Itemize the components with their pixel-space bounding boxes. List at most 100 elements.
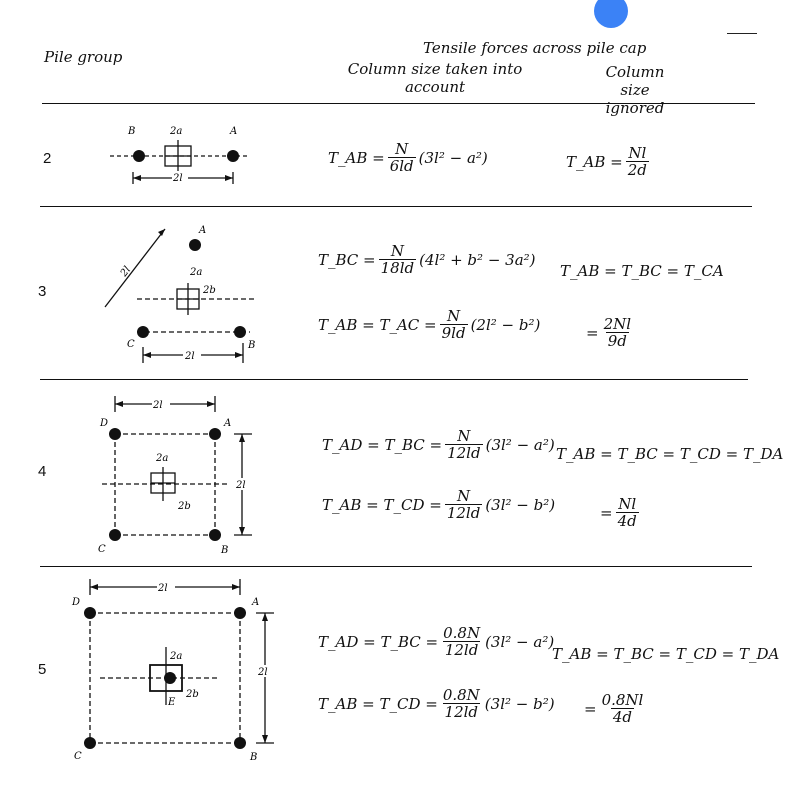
header-col-ignored: Column size ignored: [605, 63, 665, 117]
eq-den: 12ld: [442, 641, 481, 659]
rule-row3: [40, 379, 748, 380]
eq-lhs: =: [586, 323, 599, 342]
pile-C: [109, 529, 121, 541]
rule-row2: [40, 206, 752, 207]
eq-rhs: (4l² + b² − 3a²): [419, 250, 536, 269]
eq-num: 0.8N: [443, 624, 481, 642]
label-2l-top: 2l: [152, 400, 163, 411]
eq-num: 0.8N: [442, 686, 480, 704]
pile-D: [109, 428, 121, 440]
eq-rhs: (3l² − a²): [485, 435, 555, 454]
eq-den: 12ld: [445, 444, 483, 462]
label-C: C: [98, 544, 106, 555]
header-col-taken: Column size taken into account: [347, 60, 523, 96]
label-B: B: [127, 126, 135, 137]
eq-lhs: T_AD = T_BC =: [322, 435, 443, 454]
eq-lhs: =: [584, 699, 597, 718]
label-D: D: [71, 597, 80, 608]
label-2a: 2a: [169, 126, 182, 137]
eq-num: 0.8Nl: [601, 691, 644, 709]
eq-den: 4d: [610, 708, 635, 726]
eq-lhs: T_AB =: [328, 148, 385, 167]
eq-lhs: T_AB = T_AC =: [318, 315, 437, 334]
label-2l-side: 2l: [257, 667, 268, 678]
pile-B: [234, 326, 246, 338]
eq-den: 12ld: [442, 703, 481, 721]
eq-lhs: =: [600, 503, 613, 522]
label-D: D: [99, 418, 108, 429]
eq-num: N: [395, 140, 409, 158]
pile-B: [133, 150, 145, 162]
eq-num: 2Nl: [603, 315, 632, 333]
eq-num: N: [457, 487, 471, 505]
eq-lhs: T_AD = T_BC =: [318, 632, 439, 651]
eq-den: 9ld: [439, 324, 468, 342]
label-2a: 2a: [169, 651, 182, 662]
eq-rhs: (2l² − b²): [470, 315, 541, 334]
eq-rhs: (3l² − a²): [418, 148, 488, 167]
label-B: B: [247, 340, 255, 351]
label-A: A: [198, 225, 206, 236]
pile-D: [84, 607, 96, 619]
label-C: C: [127, 339, 135, 350]
eq-row5-ignored-top: T_AB = T_BC = T_CD = T_DA: [552, 645, 779, 663]
pile-B: [209, 529, 221, 541]
eq-lhs: T_AB = T_CD =: [322, 495, 442, 514]
pile-diagram-4: 2l D A 2a 2b 2l C B: [98, 396, 252, 556]
label-2l-side: 2l: [235, 480, 246, 491]
label-2l: 2l: [172, 173, 183, 184]
row-number-4: 4: [38, 463, 47, 480]
eq-den: 9d: [605, 332, 629, 350]
pile-E: [164, 672, 176, 684]
eq-text: T_AB = T_BC = T_CD = T_DA: [556, 445, 784, 463]
eq-num: Nl: [628, 144, 647, 162]
eq-den: 12ld: [444, 504, 483, 522]
label-2l-side: 2l: [118, 265, 133, 280]
blue-dot-icon: [594, 0, 628, 28]
label-A: A: [251, 597, 259, 608]
label-B: B: [220, 545, 228, 556]
eq-num: N: [457, 427, 471, 445]
eq-rhs: (3l² − a²): [485, 632, 555, 651]
row-number-5: 5: [38, 661, 47, 678]
pile-A: [189, 239, 201, 251]
eq-den: 18ld: [378, 259, 417, 277]
pile-A: [227, 150, 239, 162]
label-2b: 2b: [202, 285, 216, 296]
eq-text: T_AB = T_BC = T_CD = T_DA: [552, 645, 780, 663]
eq-den: 4d: [615, 512, 639, 530]
label-A: A: [223, 418, 231, 429]
eq-row4-ignored-top: T_AB = T_BC = T_CD = T_DA: [556, 445, 783, 463]
pile-C: [84, 737, 96, 749]
rule-header: [42, 103, 755, 104]
label-A: A: [229, 126, 237, 137]
header-tensile-title: Tensile forces across pile cap: [423, 39, 647, 57]
rule-row4: [40, 566, 752, 567]
eq-lhs: T_AB = T_CD =: [318, 694, 438, 713]
label-2a: 2a: [155, 453, 168, 464]
pile-A: [234, 607, 246, 619]
eq-den: 6ld: [387, 157, 416, 175]
eq-num: N: [390, 242, 404, 260]
pile-diagram-5: 2l D A 2a 2b E 2l C B: [71, 579, 274, 763]
eq-lhs: T_AB =: [566, 152, 623, 171]
pile-diagram-2: B 2a A 2l: [110, 126, 248, 184]
pile-C: [137, 326, 149, 338]
top-right-dash: [727, 33, 757, 34]
row-number-3: 3: [38, 283, 47, 300]
eq-row3-ignored-top: T_AB = T_BC = T_CA: [560, 262, 724, 280]
label-B: B: [249, 752, 257, 763]
label-2l-top: 2l: [157, 583, 168, 594]
eq-lhs: T_BC =: [318, 250, 376, 269]
pile-B: [234, 737, 246, 749]
header-pile-group: Pile group: [44, 48, 123, 66]
